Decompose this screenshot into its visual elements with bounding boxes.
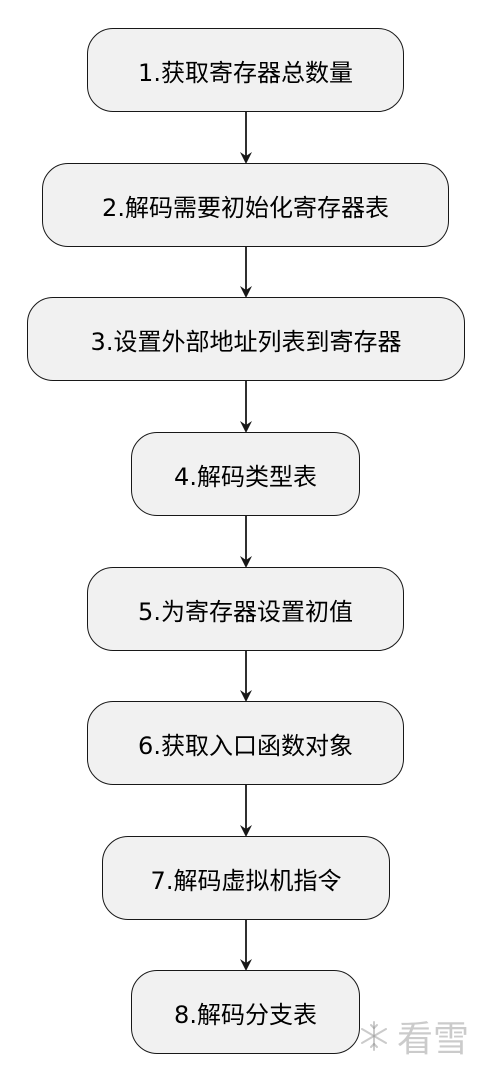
step-5-node: 5.为寄存器设置初值 [87,567,404,651]
step-6-node: 6.获取入口函数对象 [87,701,404,785]
step-2-node: 2.解码需要初始化寄存器表 [42,163,449,247]
step-3-label: 3.设置外部地址列表到寄存器 [90,327,402,356]
step-3-node: 3.设置外部地址列表到寄存器 [27,297,465,381]
step-4-label: 4.解码类型表 [174,462,317,491]
step-1-label: 1.获取寄存器总数量 [138,58,353,87]
step-1-node: 1.获取寄存器总数量 [87,28,404,112]
step-2-label: 2.解码需要初始化寄存器表 [102,193,389,222]
step-7-node: 7.解码虚拟机指令 [102,836,390,920]
step-5-label: 5.为寄存器设置初值 [138,597,353,626]
step-8-label: 8.解码分支表 [174,1000,317,1029]
step-6-label: 6.获取入口函数对象 [138,731,353,760]
step-7-label: 7.解码虚拟机指令 [150,866,342,895]
step-8-node: 8.解码分支表 [131,970,360,1054]
step-4-node: 4.解码类型表 [131,432,360,516]
